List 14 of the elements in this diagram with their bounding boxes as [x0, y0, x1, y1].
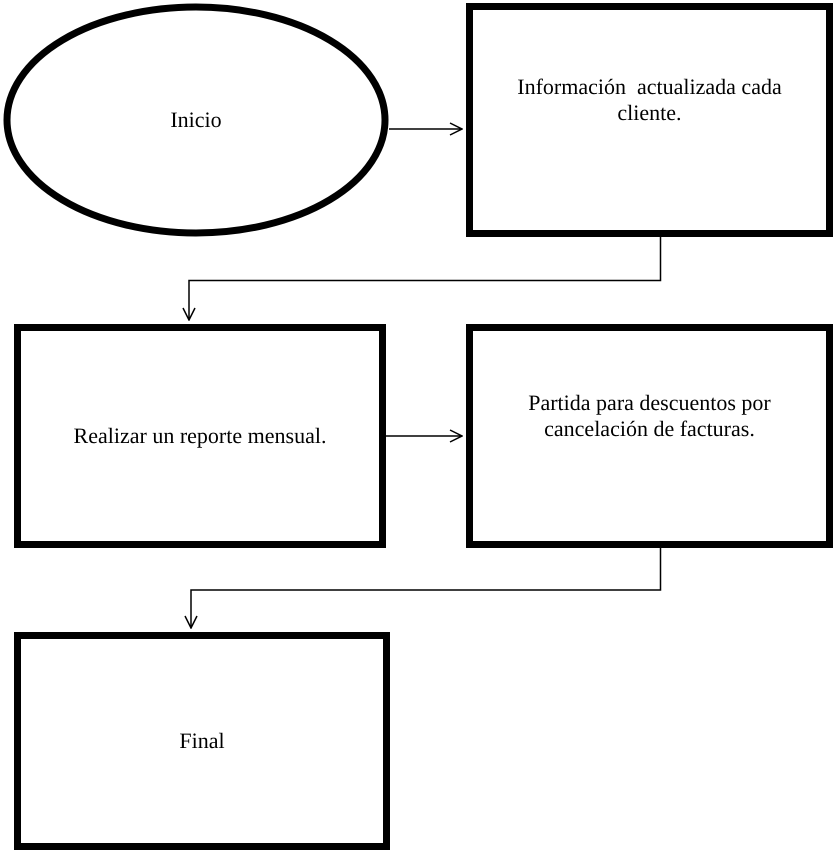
process-box	[466, 324, 833, 548]
step-text: Realizar un reporte mensual.	[74, 423, 326, 449]
arrow	[184, 548, 662, 629]
start-ellipse	[3, 3, 389, 237]
arrow	[182, 237, 662, 321]
arrow	[386, 429, 463, 443]
arrow	[389, 122, 463, 136]
step-text: Inicio	[170, 107, 222, 133]
process-box	[466, 3, 833, 237]
step-text: Partida para descuentos por cancelación de facturas.	[527, 390, 772, 442]
process-box	[14, 324, 386, 548]
step-text: Información actualizada cada cliente.	[516, 74, 783, 126]
step-text: Final	[179, 728, 225, 754]
process-box	[14, 632, 390, 850]
